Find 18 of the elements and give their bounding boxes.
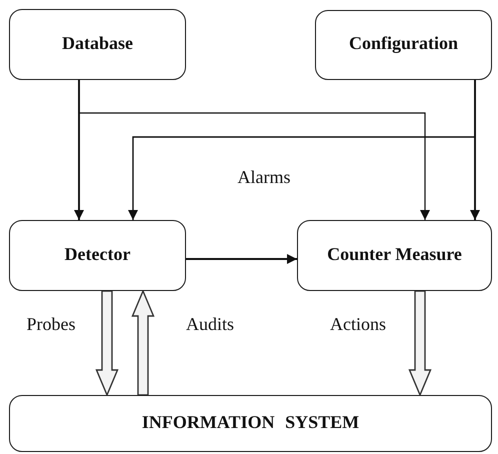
box-title: Configuration [348,33,458,54]
arrow [78,80,430,220]
block-arrow [95,290,119,397]
box-title: Detector [64,244,130,264]
arrow [186,254,297,264]
process-box [9,9,186,80]
process-box [9,395,492,452]
process-box [9,220,186,291]
box-title: Counter Measure [327,244,462,264]
block-arrow [408,290,432,397]
arrow [128,80,476,220]
arrow [74,80,84,220]
process-box [315,10,492,80]
block-arrow [131,289,155,396]
arrow [470,80,480,220]
box-title: Database [62,32,133,54]
process-box [297,220,492,291]
box-title: INFORMATION SYSTEM [142,412,360,432]
